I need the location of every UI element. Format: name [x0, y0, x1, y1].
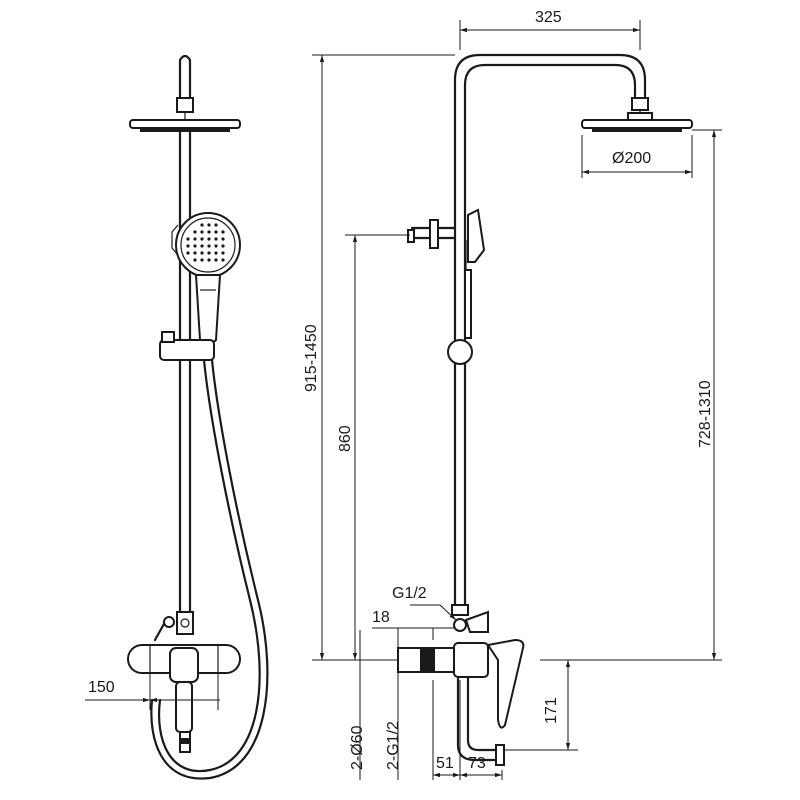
nozzle-dot	[214, 237, 218, 241]
dim-mixer-spacing-label: 150	[88, 679, 115, 696]
dim-wall-depth-label: 51	[436, 755, 454, 772]
dim-wall-depth: 51	[433, 755, 460, 778]
mixer-side	[397, 638, 525, 766]
diverter-side	[451, 604, 489, 633]
dim-total-height-label: 915-1450	[303, 324, 320, 392]
dim-outlet-offset: 18	[372, 609, 455, 640]
nozzle-dot	[193, 230, 197, 234]
rain-shower-head-side	[581, 110, 693, 132]
dim-total-height: 915-1450	[303, 54, 455, 661]
hand-shower-side	[464, 208, 486, 339]
side-view	[359, 53, 693, 780]
nozzle-dot	[214, 258, 218, 262]
nozzle-dot	[214, 251, 218, 255]
dim-head-height: 728-1310	[540, 129, 722, 661]
nozzle-dot	[207, 244, 211, 248]
dim-bracket-height: 860	[337, 234, 410, 660]
nozzle-dot	[186, 251, 190, 255]
nozzle-dot	[200, 251, 204, 255]
dim-mixer-thread: 2-G1/2	[385, 721, 402, 770]
nozzle-dot	[200, 237, 204, 241]
dim-arm-length: 325	[459, 9, 641, 50]
nozzle-pattern	[186, 223, 225, 262]
nozzle-dot	[214, 230, 218, 234]
dim-mixer-spacing: 150	[85, 673, 220, 710]
dim-arm-length-label: 325	[535, 9, 562, 26]
nozzle-dot	[186, 244, 190, 248]
nozzle-dot	[193, 237, 197, 241]
dim-bracket-height-label: 860	[337, 425, 354, 452]
dim-inlet-thread: G1/2	[392, 585, 457, 621]
nozzle-dot	[207, 251, 211, 255]
dim-head-diameter-label: Ø200	[612, 150, 651, 167]
dim-outlet-offset-label: 18	[372, 609, 390, 626]
nozzle-dot	[207, 230, 211, 234]
dim-flange-diameter: 2-Ø60	[349, 725, 366, 770]
shower-hose	[158, 358, 261, 773]
nozzle-dot	[214, 244, 218, 248]
nozzle-dot	[200, 244, 204, 248]
nozzle-dot	[200, 223, 204, 227]
nozzle-dot	[193, 244, 197, 248]
nozzle-dot	[221, 258, 225, 262]
dim-inlet-thread-label: G1/2	[392, 585, 427, 602]
nozzle-dot	[200, 258, 204, 262]
dim-spout-height: 171	[505, 660, 578, 751]
dim-spout-height-label: 171	[543, 697, 560, 724]
dim-flange-diameter-label: 2-Ø60	[349, 725, 366, 770]
nozzle-dot	[221, 230, 225, 234]
dim-spout-depth: 73	[460, 755, 502, 778]
nozzle-dot	[221, 237, 225, 241]
dim-head-height-label: 728-1310	[697, 380, 714, 448]
nozzle-dot	[193, 251, 197, 255]
slide-bracket-front	[159, 331, 215, 361]
nozzle-dot	[207, 258, 211, 262]
front-view: 150	[85, 54, 269, 780]
nozzle-dot	[214, 223, 218, 227]
dim-head-diameter: Ø200	[581, 135, 693, 178]
hand-shower-front	[171, 212, 241, 345]
rain-shower-head-front	[129, 112, 241, 132]
mixer-front	[127, 616, 241, 753]
nozzle-dot	[207, 223, 211, 227]
nozzle-dot	[193, 258, 197, 262]
nozzle-dot	[186, 237, 190, 241]
dim-mixer-thread-label: 2-G1/2	[385, 721, 402, 770]
nozzle-dot	[221, 251, 225, 255]
nozzle-dot	[207, 237, 211, 241]
nozzle-dot	[221, 244, 225, 248]
nozzle-dot	[200, 230, 204, 234]
wall-bracket-side	[407, 219, 457, 249]
dim-spout-depth-label: 73	[468, 755, 486, 772]
